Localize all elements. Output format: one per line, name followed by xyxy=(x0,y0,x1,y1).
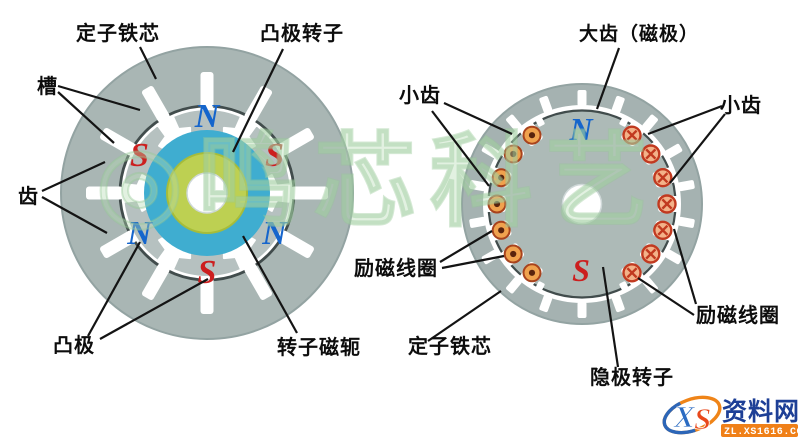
label-slot: 槽 xyxy=(37,76,58,98)
logo-url-bar xyxy=(721,424,798,437)
coil-cross-icon xyxy=(622,125,677,283)
logo-site-name: 资料网 xyxy=(722,398,800,426)
pole-letter-s: S xyxy=(198,254,217,291)
label-salient-rotor: 凸极转子 xyxy=(260,23,344,45)
pole-letter-s: S xyxy=(130,137,149,174)
label-tooth: 齿 xyxy=(18,186,39,208)
label-small-tooth-left: 小齿 xyxy=(399,85,441,107)
logo-site-url: ZL.XS1616.COM xyxy=(724,427,800,438)
label-excitation-coil-right: 励磁线圈 xyxy=(696,305,780,327)
pole-letter-n: N xyxy=(126,215,153,252)
label-stator-core-left: 定子铁芯 xyxy=(76,23,160,45)
rotor-edge-notches xyxy=(535,116,629,292)
coil-dot-icon xyxy=(487,125,542,283)
pole-letter-s: S xyxy=(265,137,284,174)
pole-letter-n: N xyxy=(568,111,594,147)
hidden-pole-rotor-diagram: N S xyxy=(461,83,703,325)
label-stator-core-right: 定子铁芯 xyxy=(408,336,492,358)
label-salient-pole: 凸极 xyxy=(53,335,95,357)
right-pole-letters: N S xyxy=(568,111,594,288)
pole-letter-n: N xyxy=(194,98,221,135)
logo-s-letter: S xyxy=(694,401,711,436)
xs-swoosh-icon xyxy=(662,395,722,435)
label-small-tooth-right: 小齿 xyxy=(720,95,762,117)
excitation-coils-current-in xyxy=(622,125,677,283)
salient-pole-rotor-diagram: N S S N N S xyxy=(60,46,354,340)
shaft-hole xyxy=(186,172,228,214)
shaft-hole xyxy=(561,183,603,225)
label-rotor-yoke: 转子磁轭 xyxy=(277,337,361,359)
label-big-tooth: 大齿（磁极） xyxy=(579,24,700,45)
pole-letter-n: N xyxy=(261,215,288,252)
label-excitation-coil-left: 励磁线圈 xyxy=(354,258,438,280)
logo-x-letter: X xyxy=(673,399,696,434)
excitation-coils-current-out xyxy=(487,125,542,283)
label-hidden-rotor: 隐极转子 xyxy=(590,367,674,389)
pole-letter-s: S xyxy=(572,252,590,288)
site-logo: X S 资料网 ZL.XS1616.COM xyxy=(658,389,800,439)
